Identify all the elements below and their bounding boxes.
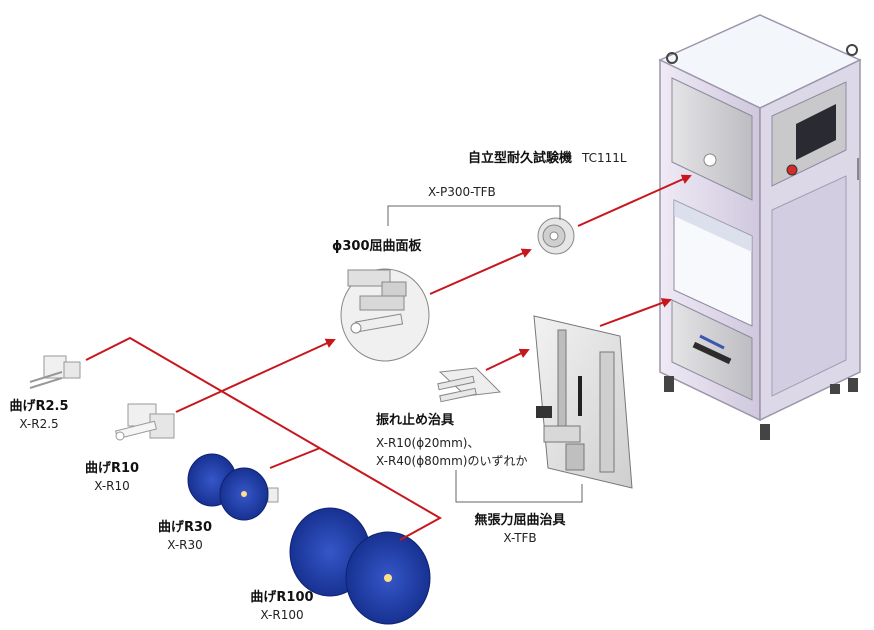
swing-stop-name-label: 振れ止め治具 — [376, 413, 455, 428]
bend-jig-r100 — [289, 507, 431, 625]
bend-r2-5-name-label: 曲げR2.5 — [9, 399, 69, 414]
bend-r30-model-label: X-R30 — [167, 538, 203, 552]
bend-r100-model-label: X-R100 — [260, 608, 304, 622]
bend-r10-name-label: 曲げR10 — [84, 461, 140, 476]
faceplate-name-label: ϕ300屈曲面板 — [332, 239, 422, 254]
bend-r100-name-label: 曲げR100 — [250, 590, 314, 605]
test-machine — [658, 14, 862, 440]
bend-r30-name-label: 曲げR30 — [157, 520, 213, 535]
flow-arrows — [429, 174, 692, 371]
grouping-brackets — [387, 205, 583, 503]
bend-jig-connectors — [85, 336, 443, 541]
faceplate-model-label: X-P300-TFB — [428, 185, 496, 199]
tensionless-jig — [533, 315, 633, 489]
bend-r2-5-model-label: X-R2.5 — [19, 417, 59, 431]
bend-jig-r30 — [187, 453, 279, 521]
swing-stop-options-line-2: X-R40(ϕ80mm)のいずれか — [376, 454, 528, 468]
tensionless-model-label: X-TFB — [503, 531, 537, 545]
swing-stop-jig — [437, 367, 502, 403]
bend-jig-r2-5 — [29, 355, 81, 389]
faceplate-300 — [340, 268, 430, 362]
bend-r10-model-label: X-R10 — [94, 479, 130, 493]
swing-stop-options-line-1: X-R10(ϕ20mm)、 — [376, 436, 480, 450]
bend-jig-r10 — [115, 403, 175, 441]
tensionless-name-label: 無張力屈曲治具 — [474, 513, 566, 528]
hub-x-p300-tfb — [537, 217, 575, 255]
